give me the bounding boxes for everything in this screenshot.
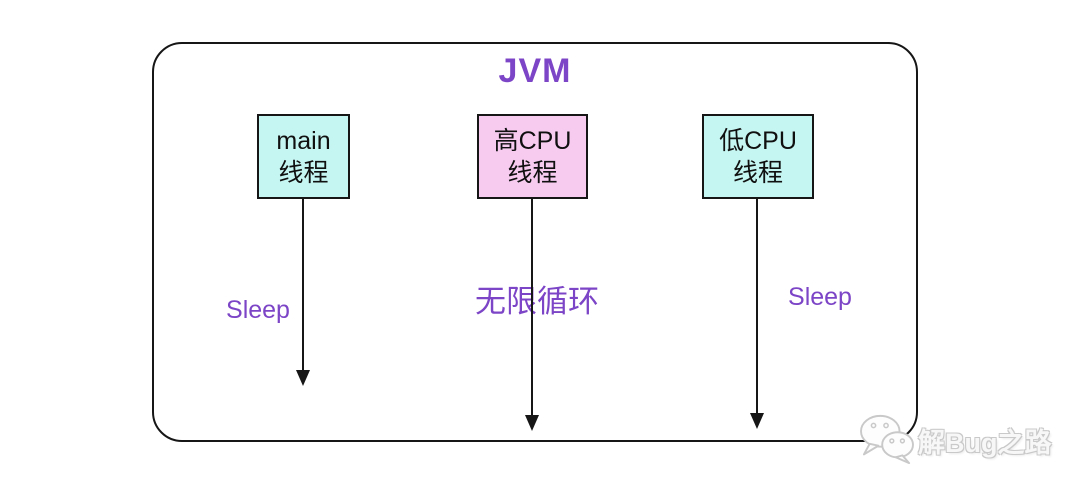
arrow-main-thread-line <box>302 199 304 370</box>
jvm-container-box <box>152 42 918 442</box>
annotation-sleep-right: Sleep <box>788 283 852 311</box>
watermark: 解Bug之路 <box>858 413 1051 465</box>
watermark-text: 解Bug之路 <box>918 427 1052 458</box>
node-main-thread: main 线程 <box>257 114 350 199</box>
node-low-cpu-thread: 低CPU 线程 <box>702 114 814 199</box>
node-high-cpu-thread-line1: 高CPU <box>493 126 572 155</box>
arrow-low-cpu-thread-line <box>756 199 758 413</box>
node-high-cpu-thread: 高CPU 线程 <box>477 114 588 199</box>
node-low-cpu-thread-line2: 线程 <box>732 158 783 187</box>
annotation-infinite-loop: 无限循环 <box>475 284 599 319</box>
node-main-thread-line1: main <box>276 126 331 155</box>
node-main-thread-line2: 线程 <box>278 158 329 187</box>
arrow-high-cpu-thread-head-icon <box>525 415 539 431</box>
arrow-low-cpu-thread-head-icon <box>750 413 764 429</box>
jvm-title: JVM <box>498 52 572 90</box>
node-low-cpu-thread-line1: 低CPU <box>719 126 797 155</box>
node-high-cpu-thread-line2: 线程 <box>507 158 558 187</box>
annotation-sleep-left: Sleep <box>226 296 290 324</box>
arrow-main-thread-head-icon <box>296 370 310 386</box>
wechat-icon <box>860 414 914 465</box>
arrow-high-cpu-thread-line <box>531 199 533 415</box>
